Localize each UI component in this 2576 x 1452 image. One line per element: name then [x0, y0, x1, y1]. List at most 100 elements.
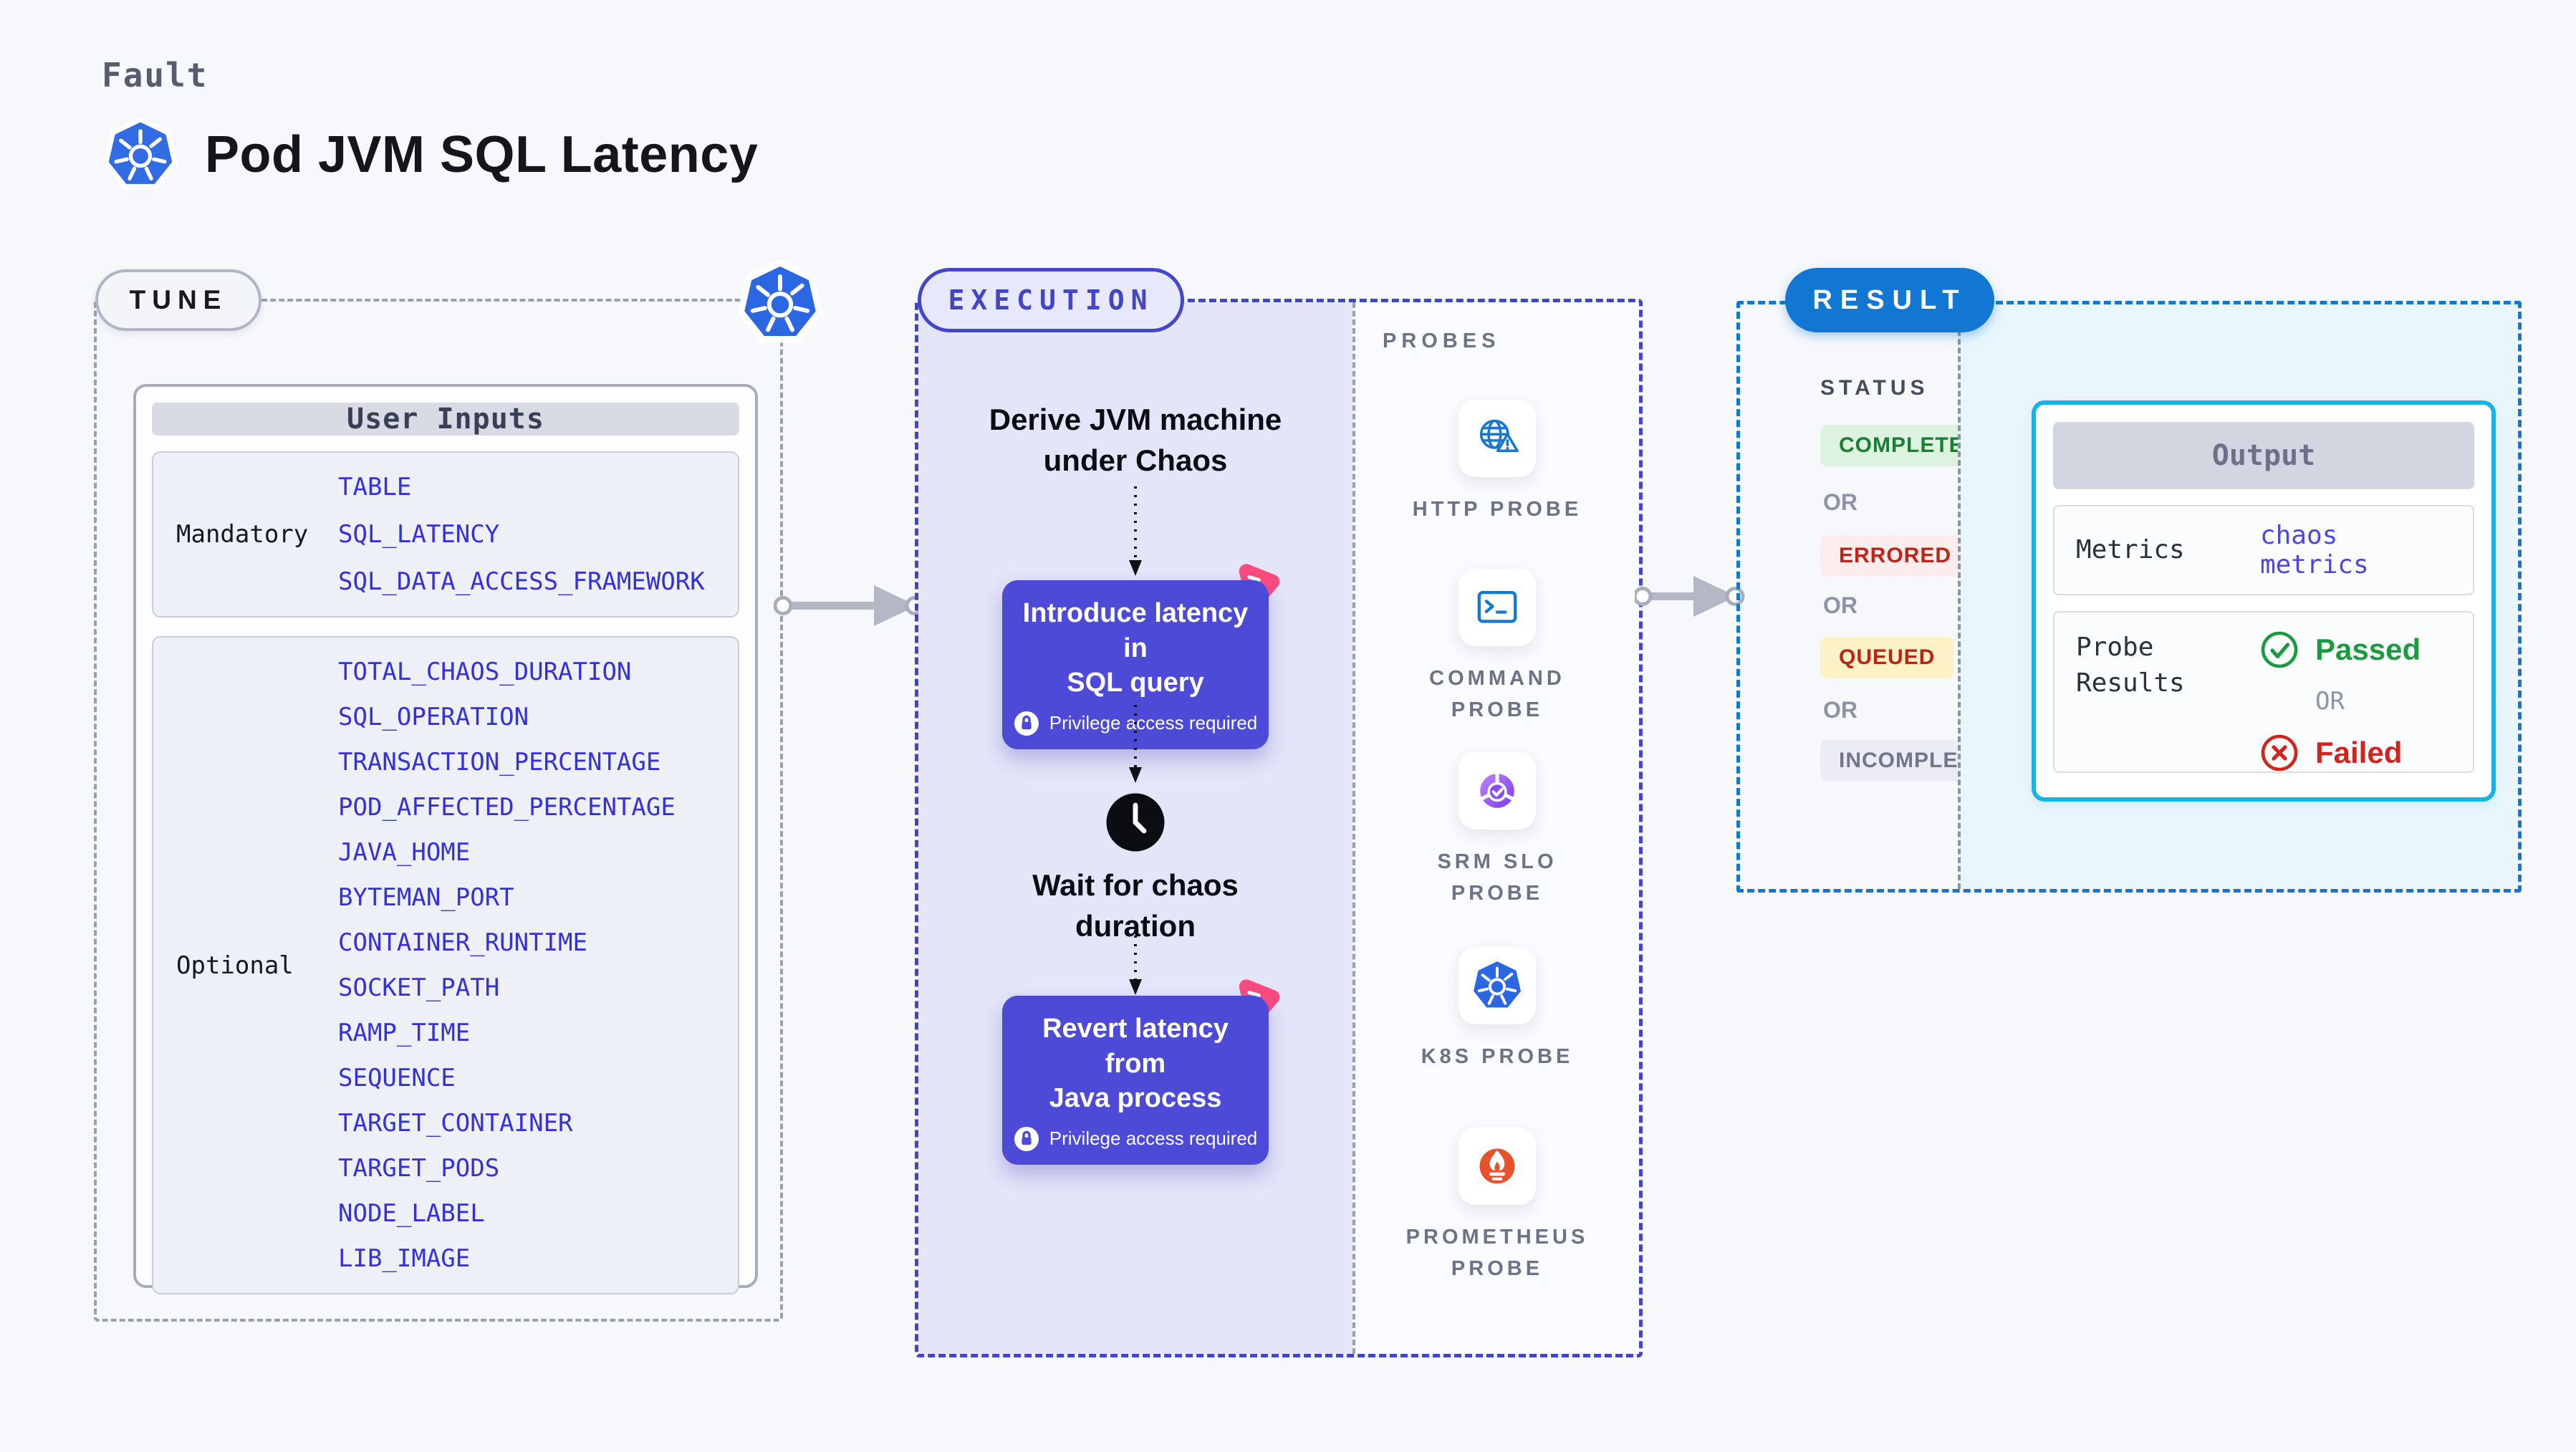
http-probe-icon	[1479, 419, 1519, 453]
probe-label: SRM SLO PROBE	[1437, 850, 1557, 905]
failed-x-icon	[2261, 734, 2298, 771]
output-header: Output	[2053, 422, 2474, 489]
optional-value: LIB_IMAGE	[338, 1244, 471, 1273]
connector-arrow-tune-execution	[774, 585, 924, 626]
probe-card	[1458, 1128, 1536, 1205]
or-label: OR	[1823, 489, 1857, 515]
introduce-step: Introduce latency in SQL query Privilege…	[1002, 564, 1280, 749]
probe-card	[1458, 947, 1536, 1024]
optional-value: CONTAINER_RUNTIME	[338, 928, 587, 957]
derive-step-title: Derive JVM machine under Chaos	[989, 403, 1282, 477]
probe-label: HTTP PROBE	[1412, 498, 1582, 521]
probe-results-row: Probe Results Passed OR	[2053, 611, 2474, 773]
mandatory-row: Mandatory TABLE SQL_LATENCY SQL_DATA_ACC…	[152, 451, 739, 617]
optional-row: Optional TOTAL_CHAOS_DURATION SQL_OPERAT…	[152, 636, 739, 1294]
privilege-note: Privilege access required	[1049, 712, 1258, 734]
probe-card	[1458, 400, 1536, 477]
passed-label: Passed	[2315, 633, 2421, 666]
revert-step-title: Revert latency from Java process	[1042, 1014, 1229, 1114]
optional-value: TRANSACTION_PERCENTAGE	[338, 748, 661, 777]
optional-value: SOCKET_PATH	[338, 973, 500, 1002]
k8s-probe-icon	[1474, 961, 1521, 1008]
probe-label: K8S PROBE	[1421, 1045, 1574, 1068]
mandatory-values: TABLE SQL_LATENCY SQL_DATA_ACCESS_FRAMEW…	[338, 473, 705, 596]
clock-icon	[1106, 793, 1165, 852]
optional-value: JAVA_HOME	[338, 838, 471, 867]
result-section: STATUS COMPLETED OR ERRORED OR QUEUED OR…	[1736, 301, 2522, 893]
failed-line: Failed	[2259, 733, 2421, 773]
or-label: OR	[1823, 697, 1857, 723]
probe-item-srm-slo: SRM SLO PROBE	[1355, 752, 1639, 909]
probe-card	[1458, 752, 1536, 830]
mandatory-value: SQL_LATENCY	[338, 520, 500, 549]
probe-label: COMMAND PROBE	[1429, 667, 1565, 721]
probe-item-http: HTTP PROBE	[1355, 400, 1639, 526]
kubernetes-logo-icon	[102, 116, 178, 190]
kubernetes-corner-icon	[737, 259, 823, 343]
mandatory-value: TABLE	[338, 473, 412, 501]
optional-value: TARGET_PODS	[338, 1154, 500, 1183]
metrics-row: Metrics chaos metrics	[2053, 505, 2474, 595]
result-badge: RESULT	[1785, 268, 1994, 332]
privilege-row: Privilege access required	[1012, 1126, 1259, 1152]
probe-item-k8s: K8S PROBE	[1355, 947, 1639, 1073]
optional-value: POD_AFFECTED_PERCENTAGE	[338, 793, 676, 822]
revert-step: Revert latency from Java process Privile…	[1002, 979, 1280, 1165]
flow-arrow-icon	[1129, 705, 1142, 783]
user-inputs-card: User Inputs Mandatory TABLE SQL_LATENCY …	[133, 384, 758, 1294]
srm-slo-probe-icon	[1479, 771, 1515, 808]
passed-check-icon	[2261, 631, 2298, 668]
probe-card	[1458, 569, 1536, 646]
optional-value: SQL_OPERATION	[338, 703, 529, 731]
optional-label: Optional	[176, 951, 294, 980]
connector-arrow-execution-result	[1635, 576, 1745, 617]
probe-item-prometheus: PROMETHEUS PROBE	[1355, 1128, 1639, 1284]
probe-label: PROMETHEUS PROBE	[1405, 1226, 1589, 1280]
probes-panel: PROBES	[1352, 302, 1639, 1354]
introduce-step-card: Introduce latency in SQL query Privilege…	[1002, 580, 1269, 749]
output-panel: Output Metrics chaos metrics Probe Resul…	[1958, 304, 2518, 889]
probes-label: PROBES	[1383, 330, 1501, 352]
execution-flow-panel: Derive JVM machine under Chaos Introduce…	[918, 302, 1352, 1354]
tune-section: User Inputs Mandatory TABLE SQL_LATENCY …	[94, 299, 783, 1322]
metrics-label: Metrics	[2076, 534, 2185, 564]
status-badge-queued: QUEUED	[1820, 637, 1954, 678]
probe-results-values: Passed OR Failed	[2259, 630, 2421, 771]
optional-value: SEQUENCE	[338, 1064, 456, 1092]
revert-step-card: Revert latency from Java process Privile…	[1002, 996, 1269, 1165]
flow-arrow-icon	[1129, 936, 1142, 995]
privilege-note: Privilege access required	[1049, 1128, 1258, 1150]
optional-values: TOTAL_CHAOS_DURATION SQL_OPERATION TRANS…	[338, 658, 676, 1273]
execution-badge: EXECUTION	[918, 268, 1184, 332]
page-title: Pod JVM SQL Latency	[205, 126, 759, 183]
failed-label: Failed	[2315, 736, 2403, 769]
lock-icon	[1014, 1126, 1039, 1151]
optional-value: RAMP_TIME	[338, 1019, 471, 1047]
tune-badge: TUNE	[95, 269, 261, 331]
privilege-row: Privilege access required	[1012, 711, 1259, 736]
flow-arrow-icon	[1129, 486, 1142, 576]
optional-value: NODE_LABEL	[338, 1199, 485, 1228]
probe-item-command: COMMAND PROBE	[1355, 569, 1639, 726]
fault-eyebrow: Fault	[102, 56, 208, 95]
introduce-step-title: Introduce latency in SQL query	[1022, 598, 1249, 698]
output-card: Output Metrics chaos metrics Probe Resul…	[2032, 400, 2496, 802]
or-label: OR	[1823, 592, 1857, 618]
command-probe-icon	[1477, 590, 1517, 623]
optional-value: BYTEMAN_PORT	[338, 883, 514, 912]
mandatory-value: SQL_DATA_ACCESS_FRAMEWORK	[338, 567, 705, 596]
probe-results-label: Probe Results	[2076, 633, 2185, 698]
status-column: STATUS COMPLETED OR ERRORED OR QUEUED OR…	[1740, 304, 2022, 889]
passed-line: Passed	[2259, 630, 2421, 670]
user-inputs-header: User Inputs	[152, 403, 739, 436]
optional-value: TOTAL_CHAOS_DURATION	[338, 658, 632, 686]
lock-icon	[1014, 711, 1039, 736]
prometheus-probe-icon	[1479, 1148, 1515, 1184]
or-label: OR	[2315, 687, 2345, 716]
status-label: STATUS	[1820, 376, 1929, 400]
metrics-value: chaos metrics	[2259, 521, 2369, 580]
optional-value: TARGET_CONTAINER	[338, 1109, 573, 1138]
status-badge-errored: ERRORED	[1820, 535, 1971, 577]
mandatory-label: Mandatory	[176, 520, 309, 549]
